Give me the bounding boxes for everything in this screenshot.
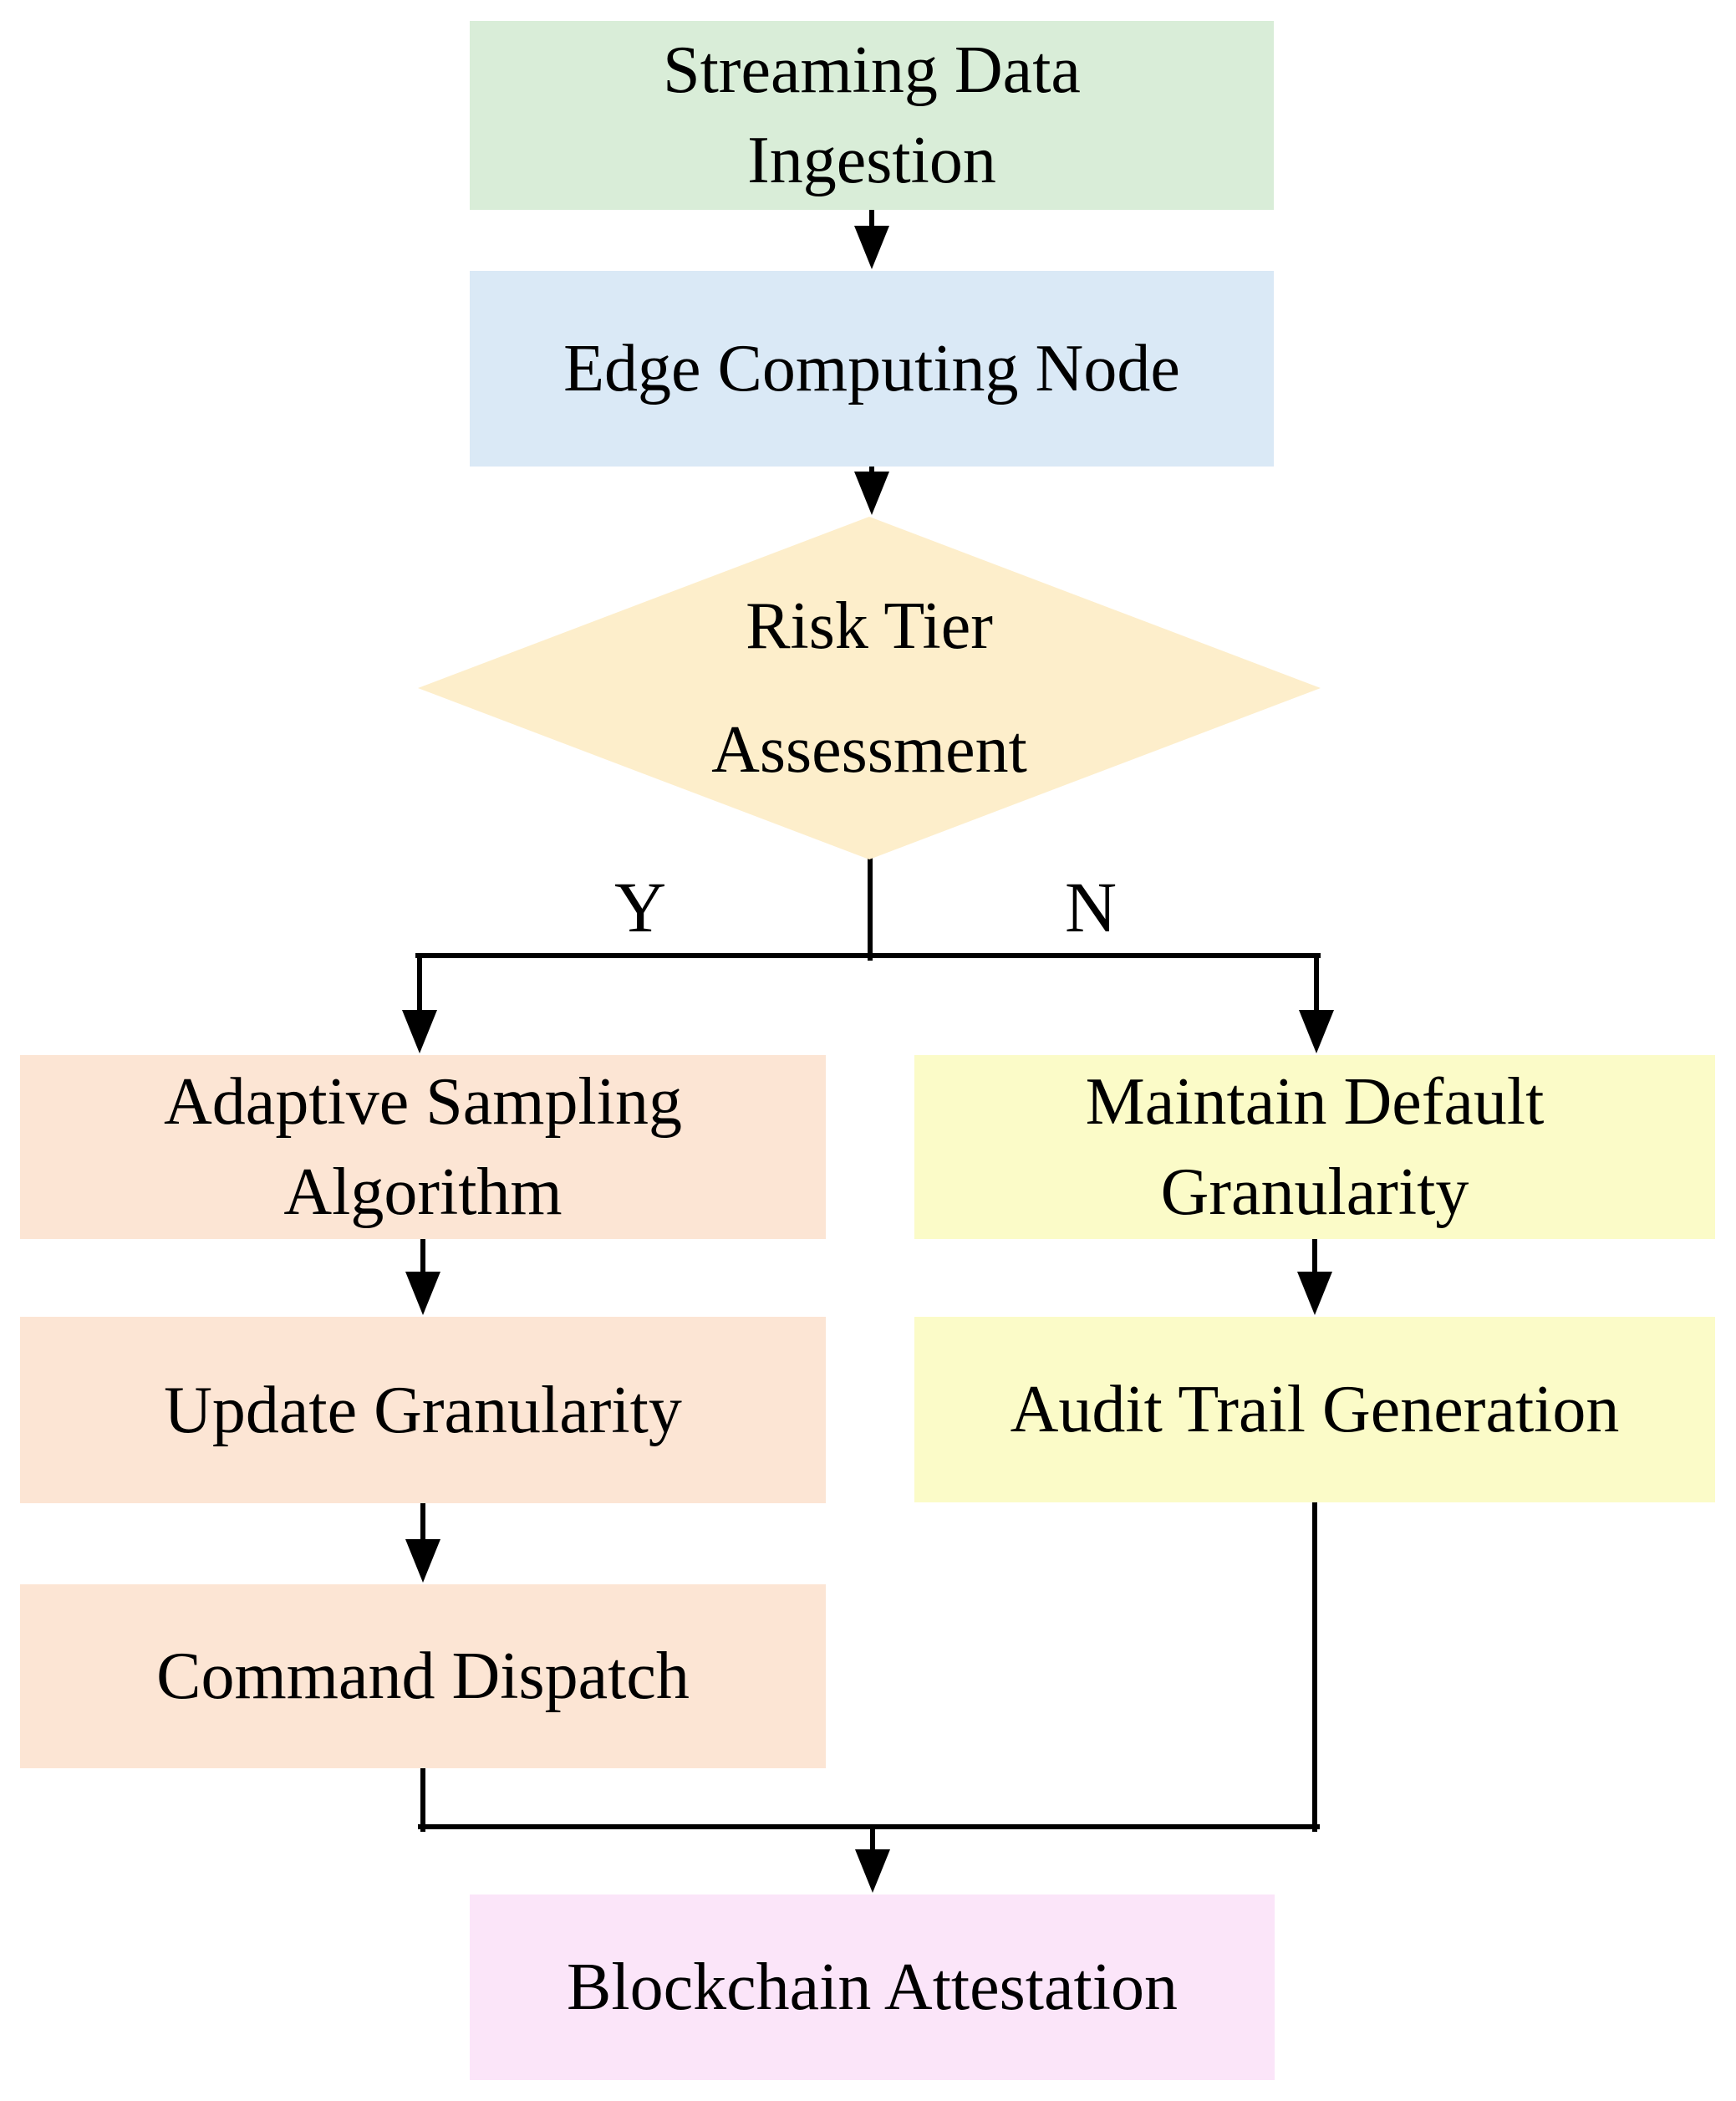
node-update-granularity-label: Update Granularity <box>164 1373 682 1447</box>
node-command-dispatch: Command Dispatch <box>20 1584 826 1768</box>
node-blockchain-attestation-label: Blockchain Attestation <box>567 1951 1178 2024</box>
edge-merge-to-blockchain-arrowhead <box>855 1849 890 1893</box>
node-risk-tier-assessment-label: Risk Tier Assessment <box>711 589 1027 787</box>
edge-risk-to-maintain-arrowhead <box>1299 1010 1334 1053</box>
node-streaming-data-ingestion-label: Streaming Data Ingestion <box>663 33 1081 197</box>
edge-update-to-command-arrowhead <box>405 1539 440 1583</box>
node-blockchain-attestation: Blockchain Attestation <box>470 1894 1275 2080</box>
node-adaptive-sampling-algorithm: Adaptive Sampling Algorithm <box>20 1055 826 1239</box>
branch-label-yes: Y <box>613 867 667 947</box>
node-audit-trail-generation-label: Audit Trail Generation <box>1010 1373 1620 1446</box>
edge-streaming-to-edge-arrowhead <box>854 226 889 269</box>
edge-maintain-to-audit-arrowhead <box>1297 1272 1332 1315</box>
edge-edge-to-risk-arrowhead <box>854 472 889 515</box>
node-adaptive-sampling-algorithm-label: Adaptive Sampling Algorithm <box>164 1065 682 1229</box>
node-command-dispatch-label: Command Dispatch <box>156 1639 690 1713</box>
node-audit-trail-generation: Audit Trail Generation <box>914 1317 1715 1502</box>
edge-adaptive-to-update-arrowhead <box>405 1272 440 1315</box>
node-update-granularity: Update Granularity <box>20 1317 826 1503</box>
node-edge-computing-node-label: Edge Computing Node <box>563 332 1180 405</box>
node-streaming-data-ingestion: Streaming Data Ingestion <box>470 21 1274 210</box>
edge-risk-to-adaptive-arrowhead <box>402 1010 437 1053</box>
branch-label-no: N <box>1064 867 1117 947</box>
node-edge-computing-node: Edge Computing Node <box>470 271 1274 467</box>
node-maintain-default-granularity-label: Maintain Default Granularity <box>1085 1065 1545 1229</box>
node-maintain-default-granularity: Maintain Default Granularity <box>914 1055 1715 1239</box>
